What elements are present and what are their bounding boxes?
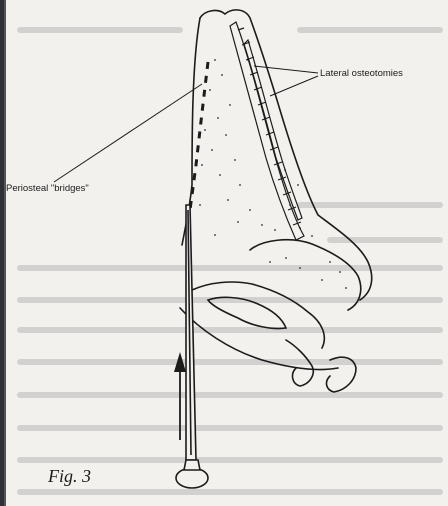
osteotome-handle [176, 468, 208, 488]
figure-caption: Fig. 3 [48, 466, 91, 487]
label-lateral-osteotomies: Lateral osteotomies [320, 68, 403, 79]
label-periosteal-bridges: Periosteal "bridges" [6, 183, 89, 194]
osteotome-handle-neck [184, 460, 200, 470]
